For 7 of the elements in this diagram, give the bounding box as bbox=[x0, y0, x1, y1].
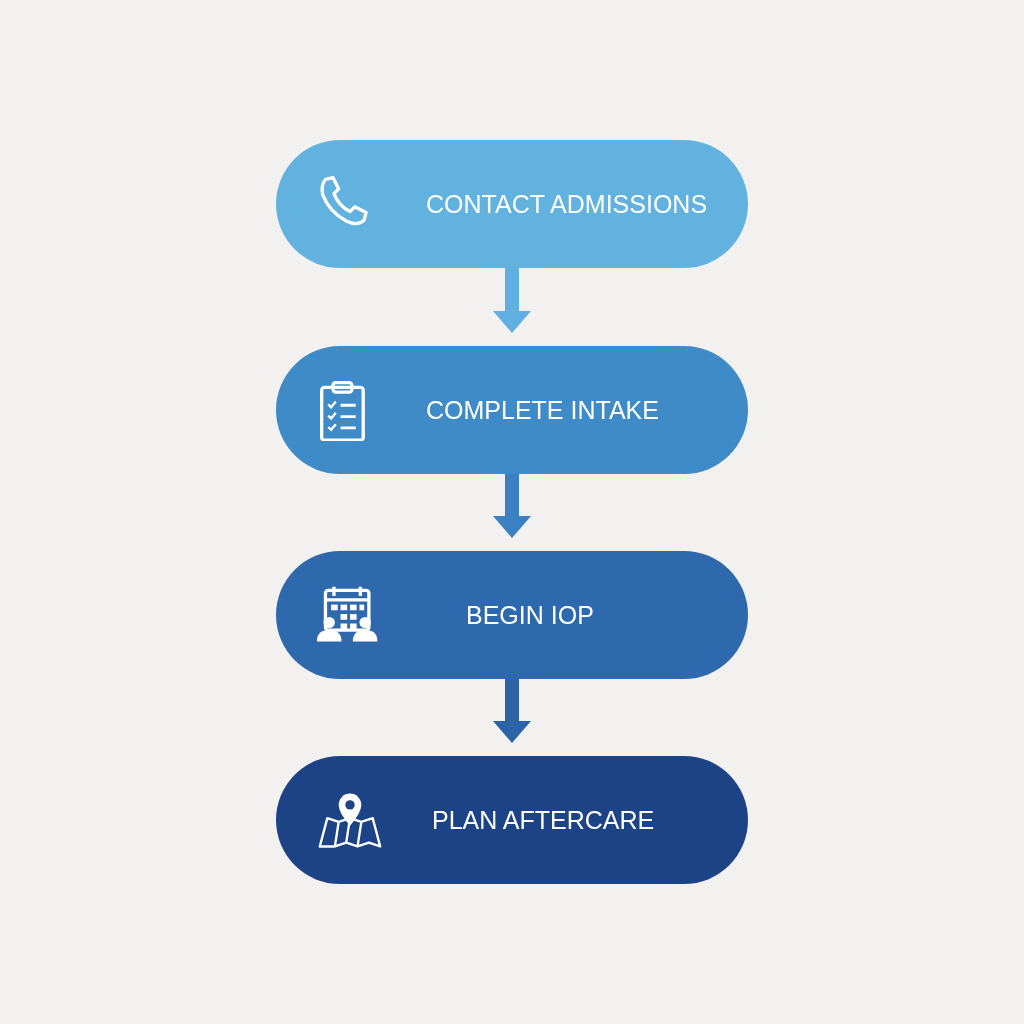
step-label: PLAN AFTERCARE bbox=[432, 805, 655, 835]
step-label: CONTACT ADMISSIONS bbox=[426, 189, 708, 219]
step-label: COMPLETE INTAKE bbox=[426, 395, 659, 425]
arrow bbox=[493, 679, 531, 743]
step-label: BEGIN IOP bbox=[466, 600, 594, 630]
arrow bbox=[493, 474, 531, 538]
arrow bbox=[493, 268, 531, 333]
